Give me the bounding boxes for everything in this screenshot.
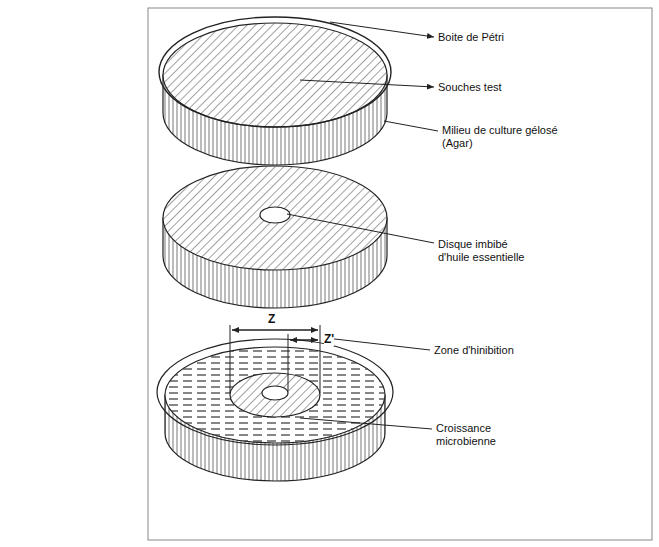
dimension-label: Z	[268, 312, 275, 326]
part-label-box: Souches test	[438, 81, 588, 94]
inhibition-zone	[230, 373, 320, 417]
part-label: Milieu de culture gélosé (Agar)	[442, 124, 558, 149]
frame-border	[148, 8, 652, 540]
petri-dish-1	[159, 17, 391, 165]
part-label-box: Boite de Pétri	[438, 31, 588, 44]
part-label-box: Croissance microbienne	[436, 422, 526, 448]
paper-disc	[260, 207, 290, 223]
part-label: Zone d'hinibition	[434, 344, 514, 356]
part-label-box: Milieu de culture gélosé (Agar)	[442, 124, 567, 150]
part-label: Souches test	[438, 81, 502, 93]
part-label: Croissance microbienne	[436, 422, 496, 447]
dimension-lines	[230, 325, 320, 393]
part-label-box: Disque imbibé d'huile essentielle	[438, 238, 538, 264]
petri-dish-2	[163, 166, 387, 308]
leader-lines	[287, 22, 438, 429]
dimension-label-box: Z'	[324, 333, 348, 346]
part-label: Boite de Pétri	[438, 31, 504, 43]
part-label-box: Zone d'hinibition	[434, 344, 584, 357]
part-label: Disque imbibé d'huile essentielle	[438, 238, 525, 263]
paper-disc	[262, 386, 288, 400]
dimension-label-box: Z	[268, 313, 288, 326]
petri-dish-3	[157, 339, 393, 481]
dimension-label: Z'	[324, 332, 334, 346]
